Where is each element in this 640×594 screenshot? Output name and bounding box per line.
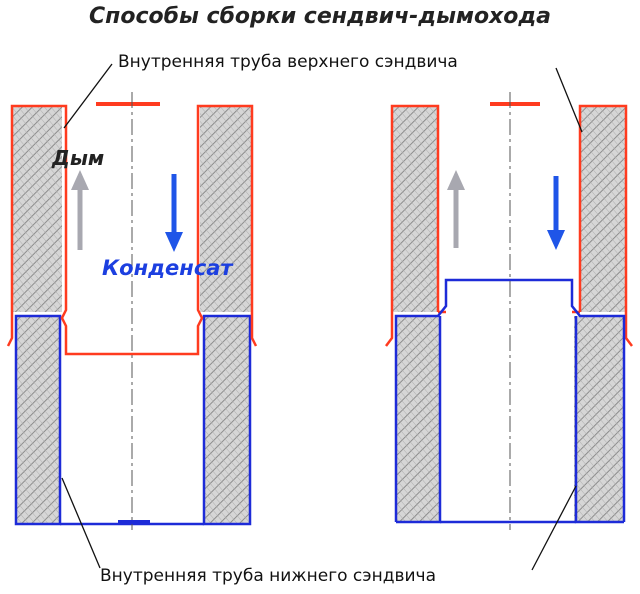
leader-lines (61, 63, 583, 571)
right-assembly (385, 92, 633, 530)
lower-inner-pipe-label: Внутренняя труба нижнего сэндвича (100, 566, 436, 586)
smoke-label: Дым (52, 146, 105, 170)
right-lower-pipe (394, 278, 626, 524)
right-condensate-arrow (547, 176, 565, 250)
left-smoke-arrow (71, 170, 89, 250)
left-assembly (6, 92, 258, 530)
left-upper-pipe (6, 102, 258, 356)
right-upper-pipe (385, 102, 633, 347)
upper-inner-pipe-label: Внутренняя труба верхнего сэндвича (118, 52, 458, 72)
diagram-title: Способы сборки сендвич-дымохода (89, 4, 551, 29)
right-smoke-arrow (447, 170, 465, 248)
condensate-label: Конденсат (102, 256, 233, 280)
left-condensate-arrow (165, 174, 183, 252)
